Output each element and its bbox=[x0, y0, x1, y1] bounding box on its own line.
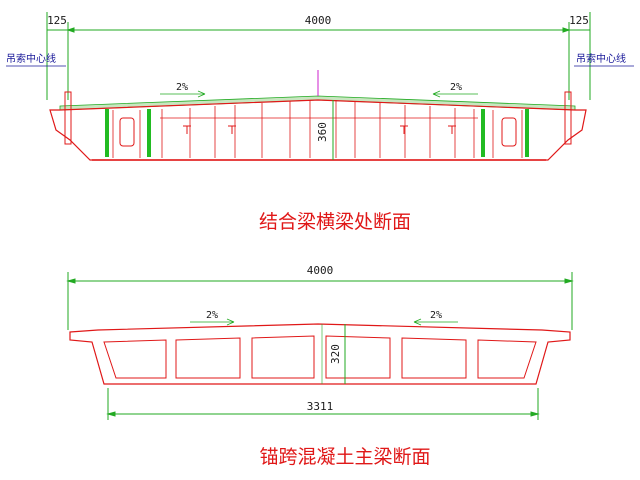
bottom-left-slope-arrow bbox=[190, 318, 235, 326]
right-cable-anchor bbox=[564, 91, 572, 145]
left-access-hole bbox=[119, 117, 135, 147]
top-girder-outline bbox=[49, 99, 587, 161]
bottom-right-slope-arrow bbox=[413, 318, 458, 326]
top-overall-dimension bbox=[46, 12, 591, 100]
bottom-width-label: 3311 bbox=[307, 400, 334, 413]
top-t-markers bbox=[183, 125, 456, 134]
right-inner-stiffener bbox=[481, 109, 485, 157]
top-right-slope-arrow bbox=[432, 90, 478, 98]
left-inner-stiffener bbox=[147, 109, 151, 157]
right-outer-stiffener bbox=[525, 109, 529, 157]
bottom-section-caption: 锚跨混凝土主梁断面 bbox=[259, 446, 430, 468]
right-cable-centerline-label: 吊索中心线 bbox=[576, 52, 626, 65]
top-right-offset-label: 125 bbox=[569, 14, 589, 27]
bottom-right-slope-label: 2% bbox=[430, 310, 442, 321]
bottom-overall-dimension bbox=[66, 272, 574, 330]
top-left-slope-arrow bbox=[160, 90, 206, 98]
top-girder-ribs bbox=[112, 100, 523, 158]
bottom-width-dimension bbox=[106, 388, 540, 420]
left-outer-stiffener bbox=[105, 109, 109, 157]
top-overall-width-label: 4000 bbox=[305, 14, 332, 27]
top-left-offset-label: 125 bbox=[47, 14, 67, 27]
bottom-girder-cells bbox=[103, 335, 537, 379]
bottom-left-slope-label: 2% bbox=[206, 310, 218, 321]
top-section-caption: 结合梁横梁处断面 bbox=[259, 211, 411, 233]
left-cable-anchor bbox=[64, 91, 72, 145]
top-deck-slab bbox=[59, 95, 576, 111]
right-access-hole bbox=[501, 117, 517, 147]
top-section: 4000 125 125 吊索中心线 吊索中心线 bbox=[6, 12, 634, 233]
top-right-slope-label: 2% bbox=[450, 82, 462, 93]
bottom-section: 4000 2% 2% 320 3311 锚跨混凝土主梁断面 bbox=[66, 264, 574, 468]
left-cable-centerline-label: 吊索中心线 bbox=[6, 52, 56, 65]
top-left-slope-label: 2% bbox=[176, 82, 188, 93]
bottom-overall-width-label: 4000 bbox=[307, 264, 334, 277]
bottom-girder-outline bbox=[69, 323, 571, 385]
top-depth-label: 360 bbox=[316, 122, 329, 142]
bottom-depth-label: 320 bbox=[329, 344, 342, 364]
